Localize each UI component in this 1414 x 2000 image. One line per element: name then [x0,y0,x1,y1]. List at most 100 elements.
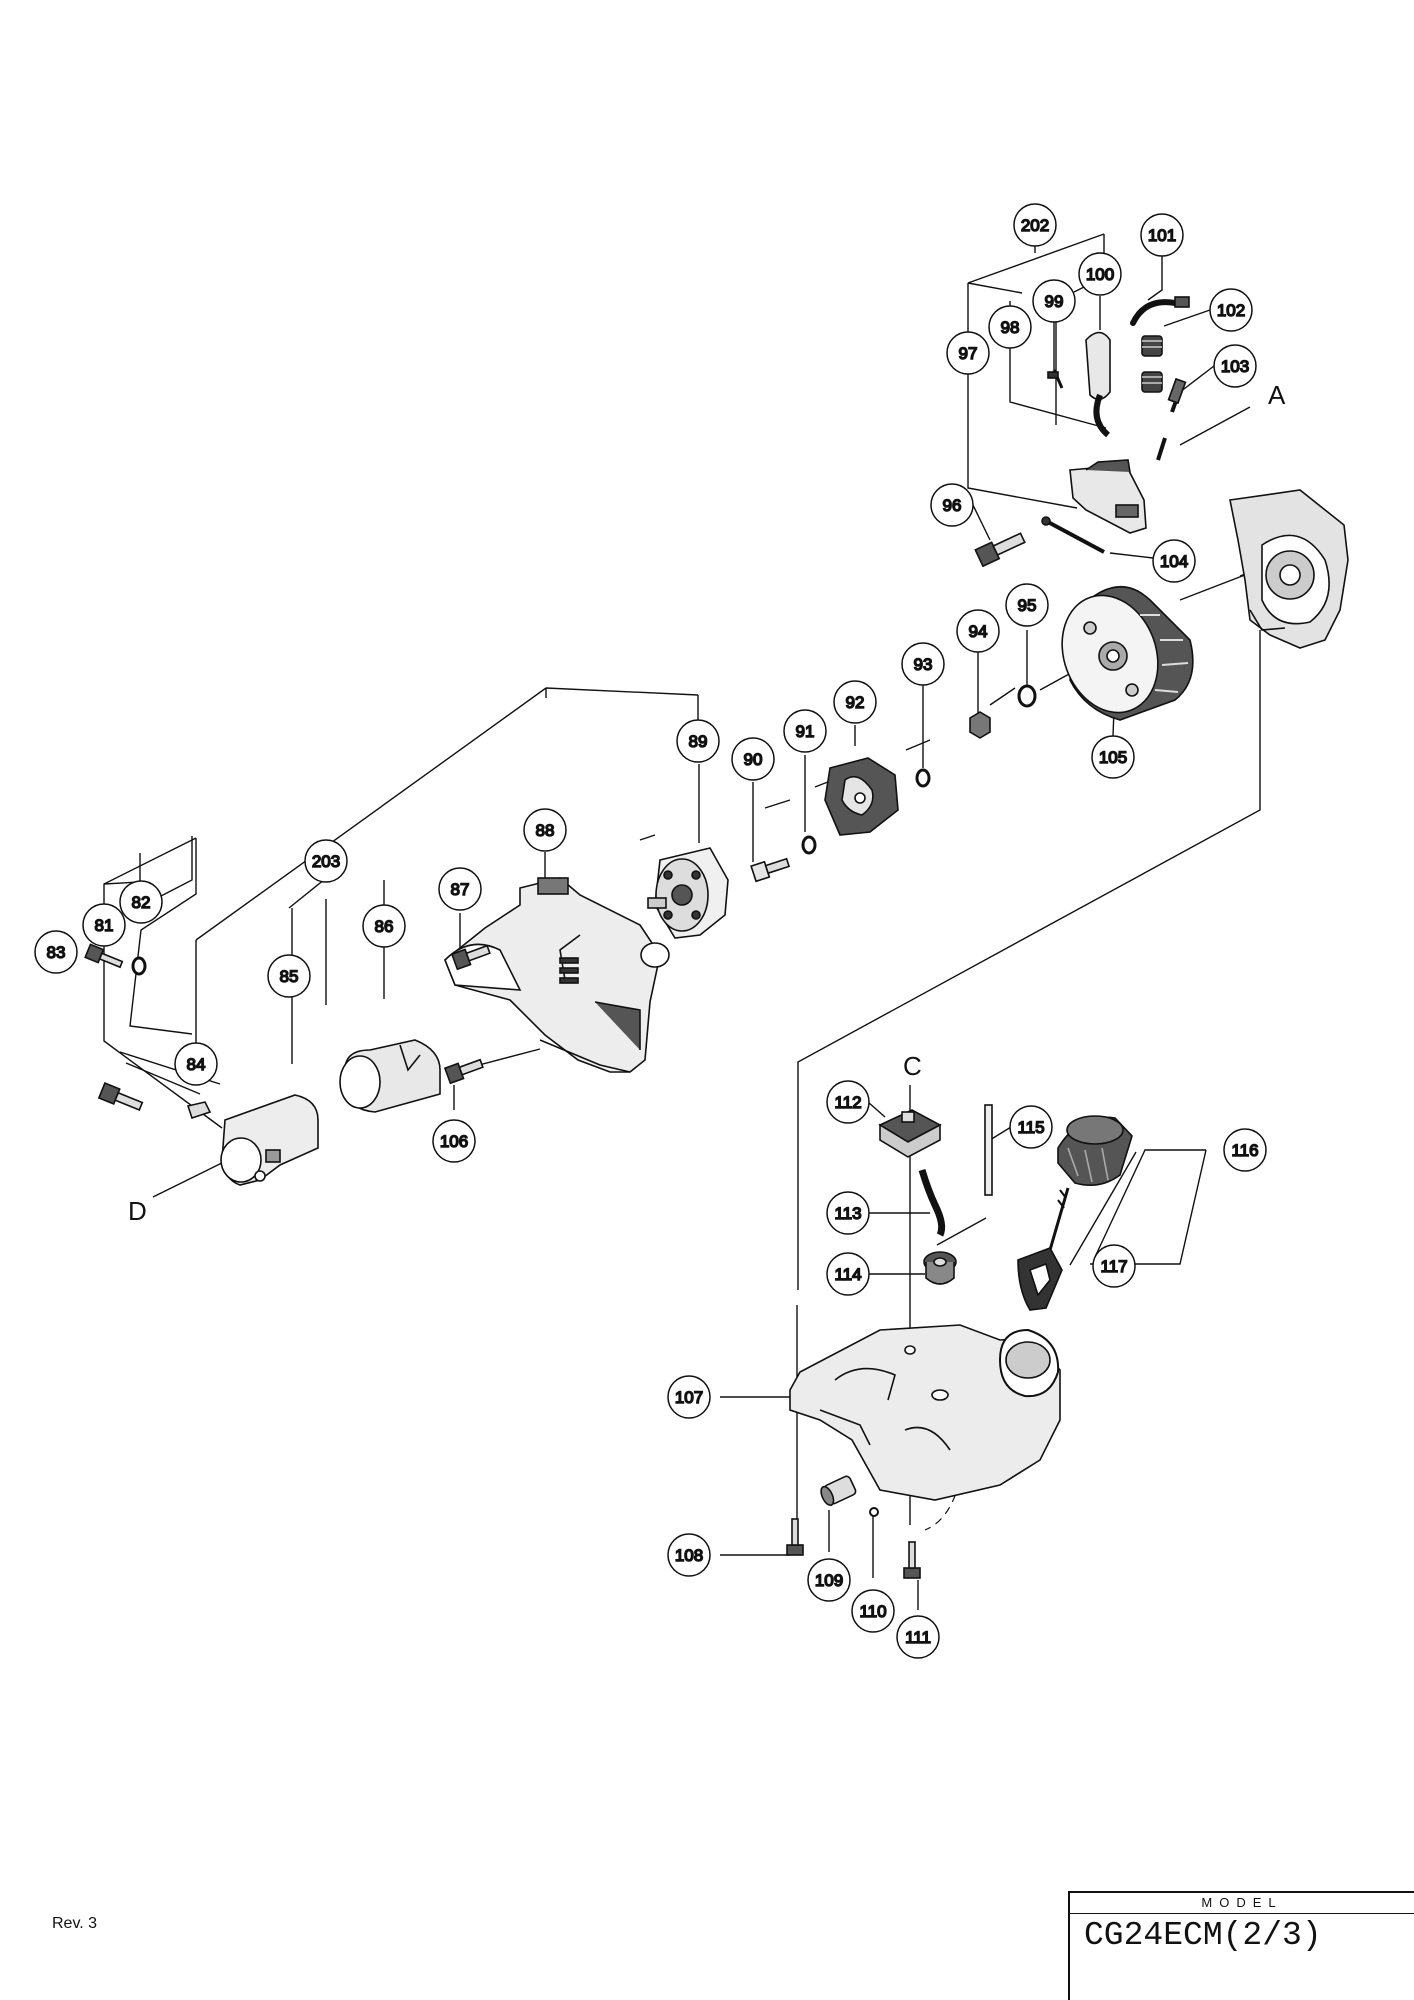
callout-117: 117 [1092,1244,1136,1288]
strainer-part [1017,1187,1070,1311]
callout-111: 111 [896,1615,940,1659]
callout-105-label: 105 [1099,748,1127,767]
callout-112: 112 [826,1080,870,1124]
callout-101: 101 [1140,213,1184,257]
callout-202: 202 [1013,203,1057,247]
callout-110: 110 [851,1589,895,1633]
callout-110-label: 110 [859,1602,886,1621]
callout-96-label: 96 [943,496,962,515]
callouts: 202 101 100 99 98 97 102 103 96 104 95 9… [34,203,1267,1659]
callout-101-label: 101 [1148,226,1176,245]
revision-label: Rev. 3 [52,1915,98,1932]
callout-81: 81 [82,903,126,947]
callout-87-label: 87 [451,880,470,899]
reference-letter-d: D [128,1196,147,1226]
callout-117-label: 117 [1100,1257,1127,1276]
callout-95: 95 [1005,583,1049,627]
callout-91: 91 [783,709,827,753]
callout-90: 90 [731,737,775,781]
callout-103: 103 [1213,344,1257,388]
callout-112-label: 112 [834,1093,861,1112]
callout-99: 99 [1032,279,1076,323]
callout-84-label: 84 [187,1055,206,1074]
callout-203: 203 [304,839,348,883]
callout-83: 83 [34,930,78,974]
callout-116: 116 [1223,1128,1267,1172]
callout-109: 109 [807,1558,851,1602]
fuel-filter-part [878,1109,942,1158]
callout-96: 96 [930,483,974,527]
callout-93: 93 [901,642,945,686]
callout-115: 115 [1009,1105,1053,1149]
callout-84: 84 [174,1042,218,1086]
fuel-cap-part [1057,1115,1133,1186]
callout-91-label: 91 [796,722,815,741]
callout-86: 86 [362,904,406,948]
callout-104-label: 104 [1160,552,1188,571]
callout-99-label: 99 [1045,292,1064,311]
spring-part [1141,335,1163,393]
callout-103-label: 103 [1221,357,1249,376]
callout-93-label: 93 [914,655,933,674]
callout-97: 97 [946,331,990,375]
callout-102: 102 [1209,288,1253,332]
callout-106-label: 106 [440,1132,468,1151]
model-name: CG24ECM(2/3) [1084,1917,1322,1954]
sleeve-part [339,1039,441,1113]
callout-85: 85 [267,954,311,998]
callout-97-label: 97 [959,344,978,363]
callout-108-label: 108 [675,1546,703,1565]
callout-108: 108 [667,1533,711,1577]
callout-115-label: 115 [1017,1118,1044,1137]
callout-86-label: 86 [375,917,394,936]
fuel-tank-part [789,1324,1061,1501]
callout-100: 100 [1078,252,1122,296]
callout-90-label: 90 [744,750,763,769]
callout-107-label: 107 [675,1388,703,1407]
callout-81-label: 81 [95,916,114,935]
callout-203-label: 203 [312,852,340,871]
flywheel-part [1061,586,1194,721]
callout-87: 87 [438,867,482,911]
callout-109-label: 109 [815,1571,843,1590]
clutch-drum-part [647,847,729,939]
callout-111-label: 111 [905,1628,931,1647]
callout-92-label: 92 [846,693,865,712]
callout-94: 94 [956,609,1000,653]
callout-92: 92 [833,680,877,724]
parts [84,296,1349,1579]
callout-82: 82 [119,880,163,924]
callout-106: 106 [432,1119,476,1163]
callout-116-label: 116 [1231,1141,1258,1160]
callout-100-label: 100 [1086,265,1114,284]
callout-98: 98 [988,305,1032,349]
reference-letter-a: A [1268,380,1286,410]
callout-102-label: 102 [1217,301,1245,320]
callout-105: 105 [1091,735,1135,779]
callout-104: 104 [1152,539,1196,583]
callout-98-label: 98 [1001,318,1020,337]
callout-107: 107 [667,1375,711,1419]
callout-202-label: 202 [1021,216,1049,235]
callout-94-label: 94 [969,622,988,641]
model-label: MODEL [1070,1893,1414,1914]
callout-114-label: 114 [834,1265,861,1284]
callout-88-label: 88 [536,821,555,840]
grommet-part [923,1251,957,1285]
callout-113: 113 [826,1191,870,1235]
model-title-block: MODEL CG24ECM(2/3) [1068,1891,1414,2000]
callout-89-label: 89 [689,732,708,751]
callout-82-label: 82 [132,893,151,912]
clamp-part [220,1094,319,1186]
reference-letter-c: C [903,1051,922,1081]
clutch-housing-part [444,877,670,1073]
callout-85-label: 85 [280,967,299,986]
clutch-part [824,757,899,836]
callout-95-label: 95 [1018,596,1037,615]
callout-113-label: 113 [834,1204,861,1223]
callout-114: 114 [826,1252,870,1296]
callout-89: 89 [676,719,720,763]
callout-88: 88 [523,808,567,852]
callout-83-label: 83 [47,943,66,962]
